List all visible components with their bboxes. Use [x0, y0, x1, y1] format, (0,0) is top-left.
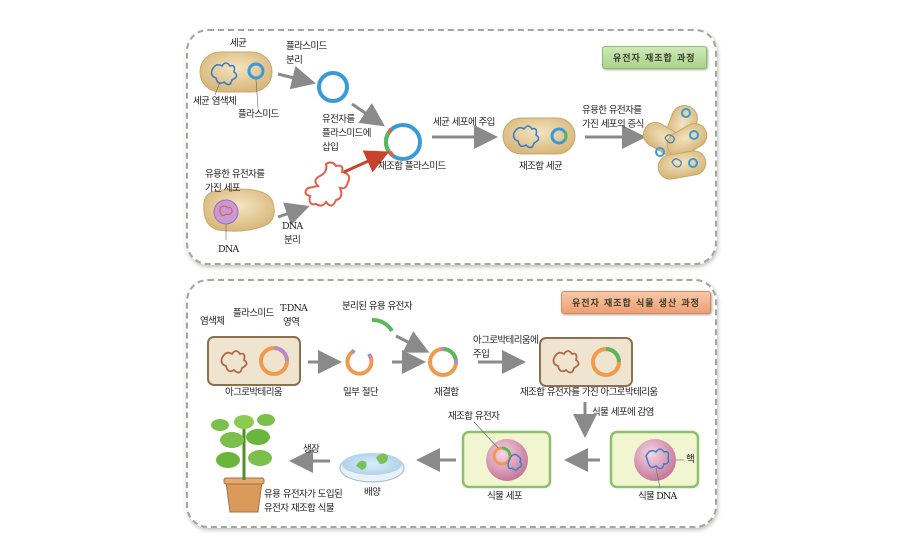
- label-tdna-2: 영역: [283, 317, 300, 328]
- label-chromosome: 염색체: [200, 316, 225, 327]
- label-dna-isolation-1: DNA: [282, 221, 303, 232]
- arrow-dna-isolation: [277, 202, 310, 226]
- label-plant-dna: 식물 DNA: [638, 491, 677, 502]
- label-inject-agro-2: 주입: [473, 349, 490, 360]
- label-plasmid-isolation-2: 분리: [286, 55, 303, 66]
- label-gm-plant-1: 유용 유전자가 도입된: [264, 489, 343, 500]
- recombined-plasmid-icon: [428, 347, 458, 377]
- label-plasmid-isolation-1: 플라스미드: [286, 41, 327, 52]
- label-infect-plant-cell: 식물 세포에 감염: [592, 407, 654, 418]
- plant-cell-infected: [609, 430, 700, 489]
- label-insert-gene-2: 플라스미드에: [322, 128, 371, 139]
- label-useful-cell-1: 유용한 유전자를: [205, 169, 265, 180]
- label-inject-agro-1: 아그로박테리움에: [473, 335, 539, 346]
- label-agrobacterium: 아그로박테리움: [225, 387, 283, 398]
- arrow-insert-gene: [343, 150, 390, 174]
- label-proliferation-1: 유용한 유전자를: [582, 105, 642, 116]
- label-recombination: 재결합: [434, 387, 459, 398]
- label-bacterial-chromosome: 세균 염색체: [193, 96, 237, 107]
- plant-dna-icon: [645, 448, 670, 470]
- label-plasmid: 플라스미드: [238, 109, 279, 120]
- proliferated-bacteria: [642, 105, 708, 180]
- isolated-dna-icon: [304, 161, 351, 207]
- recombination-process-badge: 유전자 재조합 과정: [602, 46, 707, 69]
- culture-dish-icon: [339, 453, 405, 483]
- arrow-gene-to-recomb: [395, 331, 430, 353]
- label-growth: 생장: [303, 444, 320, 455]
- agrobacterium-cell: [207, 336, 301, 386]
- gm-plant-icon: [211, 414, 275, 513]
- label-insert-gene-1: 유전자를: [322, 114, 355, 125]
- label-tdna-1: T-DNA: [280, 303, 308, 314]
- isolated-gene-icon: [371, 318, 394, 333]
- label-inject-into-cell: 세균 세포에 주입: [433, 117, 495, 128]
- label-culture: 배양: [364, 487, 381, 498]
- recombinant-bacterium: [502, 117, 576, 155]
- label-partial-cut: 일부 절단: [343, 387, 379, 398]
- label-insert-gene-3: 삽입: [322, 142, 339, 153]
- label-isolated-gene: 분리된 유용 유전자: [342, 301, 413, 312]
- plasmid-icon: [247, 62, 265, 80]
- label-recombinant-agro: 재조합 유전자를 가진 아그로박테리움: [520, 387, 658, 398]
- label-plant-cell: 식물 세포: [487, 491, 523, 502]
- label-recombinant-gene: 재조합 유전자: [448, 411, 500, 422]
- label-useful-cell-2: 가진 세포: [205, 183, 241, 194]
- label-dna: DNA: [218, 244, 239, 255]
- useful-gene-cell: [203, 188, 275, 240]
- arrow-plasmid-isolation: [277, 65, 316, 90]
- label-proliferation-2: 가진 세포의 증식: [582, 119, 644, 130]
- label-plasmid-agro: 플라스미드: [233, 308, 274, 319]
- bacterial-chromosome-icon: [210, 62, 238, 86]
- label-gm-plant-2: 유전자 재조합 식물: [264, 503, 335, 514]
- label-bacteria: 세균: [230, 38, 247, 49]
- label-dna-isolation-2: 분리: [284, 235, 301, 246]
- cut-plasmid-icon: [345, 348, 374, 376]
- arrow-to-recombinant: [351, 102, 385, 127]
- label-recombinant-plasmid: 재조합 플라스미드: [378, 161, 446, 172]
- bacterium: [199, 51, 273, 109]
- recombinant-agrobacterium: [539, 337, 633, 387]
- gm-plant-process-badge: 유전자 재조합 식물 생산 과정: [561, 291, 711, 314]
- label-recombinant-bacteria: 재조합 세균: [519, 161, 563, 172]
- isolated-plasmid-icon: [317, 71, 349, 103]
- recombinant-plasmid-icon: [383, 123, 422, 161]
- plant-cell-recombinant: [461, 421, 552, 489]
- agro-chromosome-icon: [220, 350, 248, 374]
- label-nucleus: 핵: [686, 454, 695, 465]
